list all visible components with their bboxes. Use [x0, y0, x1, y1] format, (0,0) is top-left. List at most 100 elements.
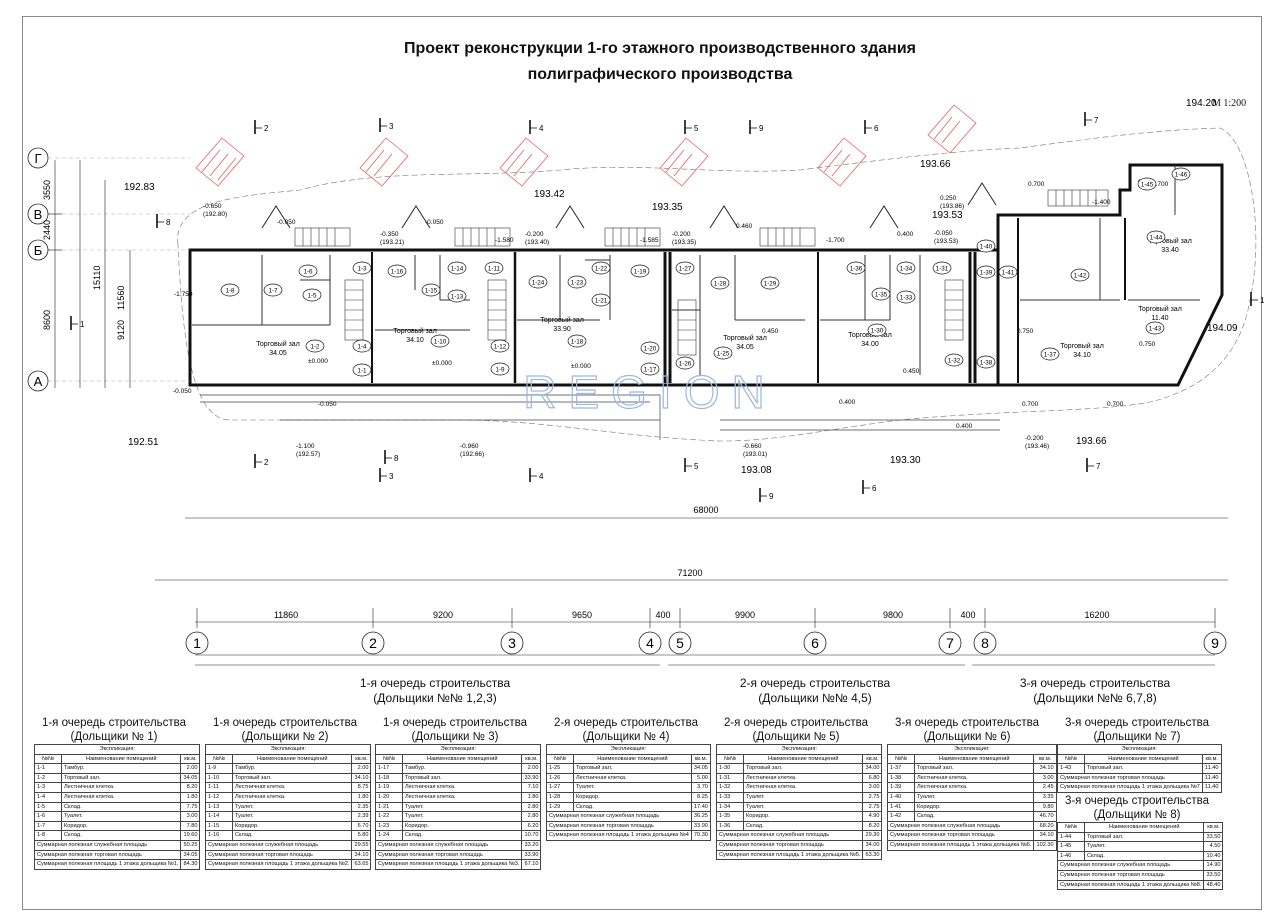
table-sum-value: 34.10	[1033, 830, 1057, 841]
room-tag-label: 1-17	[644, 367, 657, 374]
hall-name: Торговый зал	[540, 316, 584, 324]
level-mark: 0.400	[956, 423, 973, 430]
column-axis-label: 7	[946, 635, 954, 651]
table-cell: 1.80	[521, 791, 542, 803]
room-tag-bubble	[567, 275, 587, 289]
table-sum-label: Суммарная полезная площадь 1 этажа дольщ…	[33, 859, 182, 870]
table-cell: Торговый зал.	[401, 772, 523, 784]
table-sum-label: Суммарная полезная площадь 1 этажа дольщ…	[715, 849, 864, 861]
table-cell: Склад.	[573, 801, 692, 813]
stage-2-line-1: 2-я очередь строительства	[739, 676, 891, 690]
table-cell: Коридор.	[742, 811, 864, 822]
elevation-9: 193.30	[890, 455, 921, 466]
dim-68000: 68000	[693, 505, 718, 515]
table-cell: 2.80	[521, 811, 542, 822]
dim-2440: 2440	[42, 220, 52, 240]
table-heading-line-2: (Дольщики № 1)	[70, 731, 158, 743]
room-tag-label: 1-30	[871, 328, 884, 335]
stairs	[294, 189, 1109, 356]
column-axis-bubble	[1203, 631, 1227, 655]
level-mark: 0.400	[839, 399, 856, 406]
table-cell: 3.70	[690, 782, 711, 793]
dim-9200: 9200	[433, 610, 453, 620]
title-line-2: полиграфического производства	[527, 66, 793, 83]
room-tag-bubble	[352, 363, 372, 377]
table-cell: Лестничная клетка.	[742, 772, 864, 784]
table-column-header: кв.м.	[1203, 822, 1224, 833]
table-column-header: кв.м.	[351, 753, 372, 765]
table-heading-line-1: 3-я очередь строительства	[1064, 795, 1210, 807]
table-column-header: Наименование помещений	[231, 753, 353, 765]
column-axis-label: 1	[193, 635, 201, 651]
level-mark: -0.050	[277, 219, 296, 226]
room-tag-bubble	[846, 261, 866, 275]
table-heading: 1-я очередь строительства(Дольщики № 3)	[375, 716, 535, 744]
level-mark: -0.050(193.53)	[934, 230, 958, 245]
room-tag-bubble	[998, 265, 1018, 279]
table-column-header: кв.м.	[1033, 753, 1057, 765]
room-tag-label: 1-11	[488, 266, 501, 273]
elevation-7: 192.51	[128, 437, 159, 448]
column-axis-label: 4	[646, 635, 654, 651]
table-sum-row: Суммарная полезная площадь 1 этажа дольщ…	[1056, 879, 1224, 891]
level-mark: -0.660(193.01)	[743, 443, 767, 458]
table-cell: Тамбур.	[60, 763, 182, 774]
table-sum-value: 11.40	[1201, 772, 1222, 784]
table-cell: 1-27	[546, 782, 574, 793]
table-cell: 1-1	[34, 763, 62, 774]
table-heading: 2-я очередь строительства(Дольщики № 5)	[716, 716, 876, 744]
table-sum-label: Суммарная полезная торговая площадь	[715, 839, 864, 851]
table-cell: 1-40	[887, 791, 915, 803]
stage-3-line-2: (Дольщики №№ 6,7,8)	[1033, 691, 1157, 705]
table-cell: Торговый зал.	[742, 763, 864, 774]
dim-9120: 9120	[116, 320, 126, 340]
room-tag-bubble	[640, 362, 660, 376]
table-sum-value: 29.55	[351, 839, 372, 851]
overall-dimensions	[155, 517, 1228, 666]
table-cell: 1-18	[375, 772, 403, 784]
column-axis-bubble	[361, 631, 385, 655]
room-tag-bubble	[713, 346, 733, 360]
table-cell: Склад.	[60, 801, 182, 813]
table-sum-value: 50.25	[180, 839, 201, 851]
table-cell: 2.75	[862, 791, 883, 803]
table-cell: 3.35	[1033, 791, 1057, 803]
table-sum-label: Суммарная полезная площадь 1 этажа дольщ…	[204, 859, 353, 870]
room-tag-label: 1-32	[948, 358, 961, 365]
table-cell: 7.75	[180, 801, 201, 813]
table-column-header: №№	[34, 753, 62, 765]
room-tag-bubble	[490, 339, 510, 353]
table-cell: Туалет.	[60, 811, 182, 822]
table-cell: 1-20	[375, 791, 403, 803]
table-cell: 1-39	[887, 782, 915, 793]
table-sum-row: Суммарная полезная площадь 1 этажа дольщ…	[715, 849, 883, 861]
hall-name: Торговый зал	[1060, 342, 1104, 350]
table-cell: 1-26	[546, 772, 574, 784]
room-tag-bubble	[675, 261, 695, 275]
table-sum-value: 34.10	[351, 849, 372, 861]
row-axis-label: Б	[34, 243, 43, 258]
level-mark: -1.750	[174, 291, 193, 298]
table-cell: Лестничная клетка.	[60, 791, 182, 803]
table-column-header: №№	[716, 753, 744, 765]
row-axis-label: В	[34, 207, 43, 222]
table-cell: 2.75	[862, 801, 883, 813]
